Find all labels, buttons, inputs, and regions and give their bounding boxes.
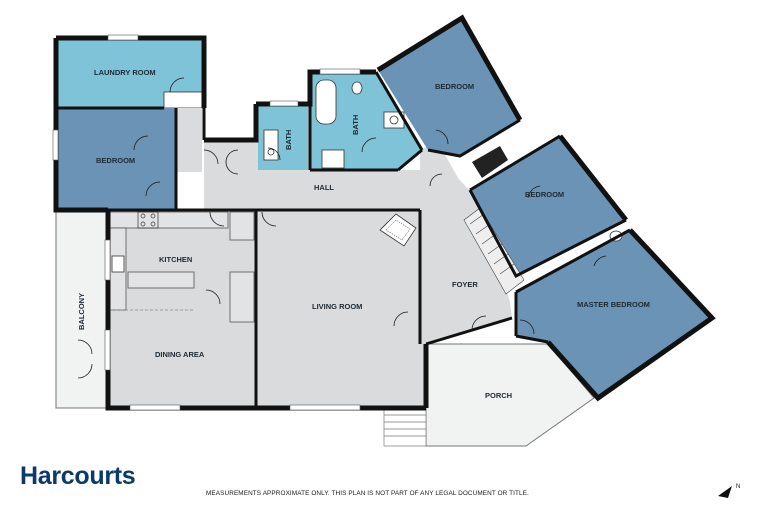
- windows: [52, 34, 361, 411]
- north-arrow-icon: N: [718, 484, 740, 498]
- label-dining-area: DINING AREA: [155, 350, 205, 359]
- label-living-room: LIVING ROOM: [312, 302, 362, 311]
- label-balcony: BALCONY: [77, 293, 86, 330]
- label-kitchen: KITCHEN: [159, 255, 192, 264]
- exterior-walls: [53, 14, 716, 411]
- fireplace: [379, 213, 417, 247]
- label-bath-main: BATH: [351, 115, 360, 135]
- label-bedroom-west: BEDROOM: [96, 156, 135, 165]
- label-bedroom-ne: BEDROOM: [435, 82, 474, 91]
- bedroom-west-closet: [176, 108, 202, 172]
- laundry-cabinet: [163, 91, 203, 109]
- label-bedroom-east: BEDROOM: [525, 190, 564, 199]
- master-bedroom: [516, 230, 712, 398]
- label-hall: HALL: [314, 183, 334, 192]
- north-arrow-letter: N: [736, 484, 740, 490]
- bedroom-west: [56, 108, 176, 210]
- label-porch: PORCH: [485, 391, 512, 400]
- bath-main: [310, 72, 422, 170]
- main-floor: [108, 104, 512, 408]
- label-bath-small: BATH: [284, 130, 293, 150]
- utility-block: [472, 146, 508, 178]
- stove: [137, 211, 159, 229]
- label-master-bedroom: MASTER BEDROOM: [577, 300, 650, 309]
- bedroom-ne: [378, 18, 520, 156]
- label-laundry-room: LAUNDRY ROOM: [94, 68, 156, 77]
- porch-steps: [383, 407, 427, 447]
- label-foyer: FOYER: [452, 280, 478, 289]
- interior-walls: [56, 71, 631, 408]
- kitchen-counters: [109, 211, 255, 323]
- bath-fixtures: [263, 79, 623, 242]
- kitchen-sink: [111, 255, 125, 273]
- disclaimer-text: MEASUREMENTS APPROXIMATE ONLY. THIS PLAN…: [206, 490, 529, 497]
- brand-logo: Harcourts: [20, 462, 136, 490]
- door-swings: [77, 77, 607, 379]
